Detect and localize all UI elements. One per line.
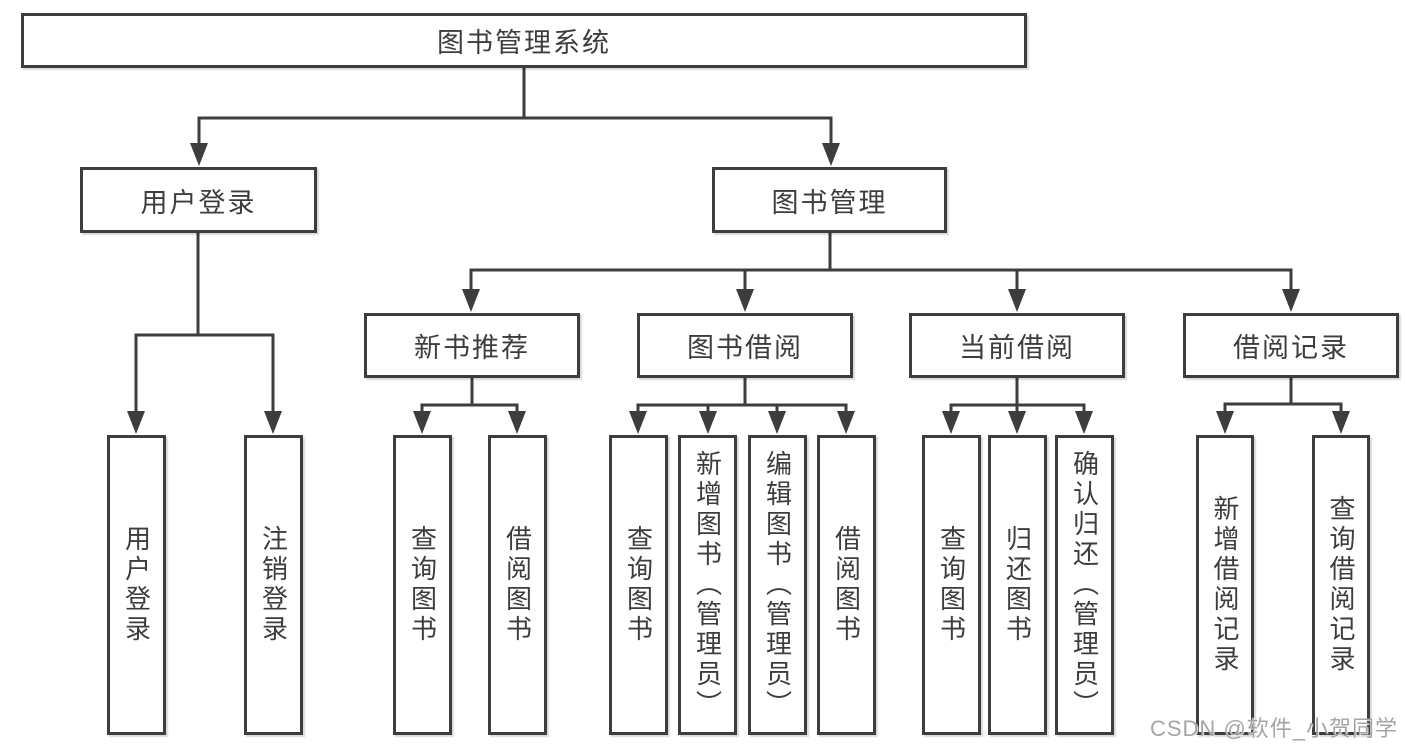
node-root: 图书管理系统 <box>21 13 1027 68</box>
leaf-query-borrow-record-label: 查询借阅记录 <box>1326 495 1356 675</box>
leaf-add-borrow-record: 新增借阅记录 <box>1196 435 1254 735</box>
arrow-down-icon <box>1075 411 1093 434</box>
node-book-management-label: 图书管理 <box>771 187 888 218</box>
leaf-add-book-admin: 新增图书（管理员） <box>678 435 737 735</box>
leaf-add-borrow-record-label: 新增借阅记录 <box>1210 495 1240 675</box>
arrow-down-icon <box>1216 411 1234 434</box>
arrow-down-icon <box>942 411 960 434</box>
arrow-down-icon <box>264 411 282 434</box>
leaf-query-books-borrow-label: 查询图书 <box>623 525 654 645</box>
connector-newbook-branch <box>420 403 519 414</box>
arrow-down-icon <box>736 289 754 312</box>
arrow-down-icon <box>1008 289 1026 312</box>
leaf-return-books: 归还图书 <box>988 435 1047 735</box>
leaf-logout-label: 注销登录 <box>258 525 289 645</box>
connector-borrowrecords-branch <box>1223 402 1343 414</box>
arrow-down-icon <box>508 411 526 434</box>
leaf-return-books-label: 归还图书 <box>1002 525 1033 645</box>
node-book-borrow-label: 图书借阅 <box>687 333 803 363</box>
leaf-edit-book-admin-label: 编辑图书（管理员） <box>762 450 793 720</box>
arrow-down-icon <box>822 143 840 166</box>
node-current-borrow: 当前借阅 <box>909 313 1125 378</box>
leaf-edit-book-admin: 编辑图书（管理员） <box>748 435 807 735</box>
node-current-borrow-label: 当前借阅 <box>959 333 1075 363</box>
leaf-confirm-return-admin: 确认归还（管理员） <box>1055 435 1114 735</box>
node-book-management: 图书管理 <box>712 167 947 233</box>
node-borrow-records: 借阅记录 <box>1183 313 1399 378</box>
node-new-book-recommend: 新书推荐 <box>364 313 580 378</box>
arrow-down-icon <box>1008 411 1026 434</box>
arrow-down-icon <box>462 289 480 312</box>
node-user-login-label: 用户登录 <box>140 187 257 218</box>
node-user-login: 用户登录 <box>80 167 317 233</box>
arrow-down-icon <box>127 411 145 434</box>
watermark: CSDN @软件_小贺同学 <box>1149 716 1398 741</box>
leaf-borrow-books-recommend: 借阅图书 <box>488 435 547 735</box>
node-root-label: 图书管理系统 <box>437 28 611 58</box>
arrow-down-icon <box>629 411 647 434</box>
node-book-borrow: 图书借阅 <box>637 313 853 378</box>
connector-bookmgmt-branch <box>469 268 1293 292</box>
leaf-user-login: 用户登录 <box>107 435 166 735</box>
arrow-down-icon <box>1332 411 1350 434</box>
leaf-add-book-admin-label: 新增图书（管理员） <box>692 450 723 720</box>
leaf-borrow-books-recommend-label: 借阅图书 <box>502 525 533 645</box>
leaf-query-books-current: 查询图书 <box>922 435 981 735</box>
leaf-logout: 注销登录 <box>244 435 303 735</box>
arrow-down-icon <box>768 411 786 434</box>
arrow-down-icon <box>190 143 208 166</box>
arrow-down-icon <box>1282 289 1300 312</box>
node-new-book-recommend-label: 新书推荐 <box>414 333 530 363</box>
leaf-borrow-books-label: 借阅图书 <box>831 525 862 645</box>
arrow-down-icon <box>699 411 717 434</box>
leaf-query-books-recommend-label: 查询图书 <box>407 525 438 645</box>
leaf-user-login-label: 用户登录 <box>121 525 152 645</box>
connector-userlogin-branch <box>134 333 275 416</box>
leaf-query-borrow-record: 查询借阅记录 <box>1312 435 1370 735</box>
leaf-query-books-recommend: 查询图书 <box>393 435 452 735</box>
arrow-down-icon <box>837 411 855 434</box>
arrow-down-icon <box>413 411 431 434</box>
connector-root-branch <box>197 116 833 150</box>
arrowheads <box>127 143 1350 434</box>
connector-bookborrow-branch <box>636 403 848 414</box>
leaf-query-books-borrow: 查询图书 <box>609 435 668 735</box>
leaf-query-books-current-label: 查询图书 <box>936 525 967 645</box>
leaf-confirm-return-admin-label: 确认归还（管理员） <box>1069 450 1100 720</box>
node-borrow-records-label: 借阅记录 <box>1233 333 1349 363</box>
leaf-borrow-books: 借阅图书 <box>817 435 876 735</box>
